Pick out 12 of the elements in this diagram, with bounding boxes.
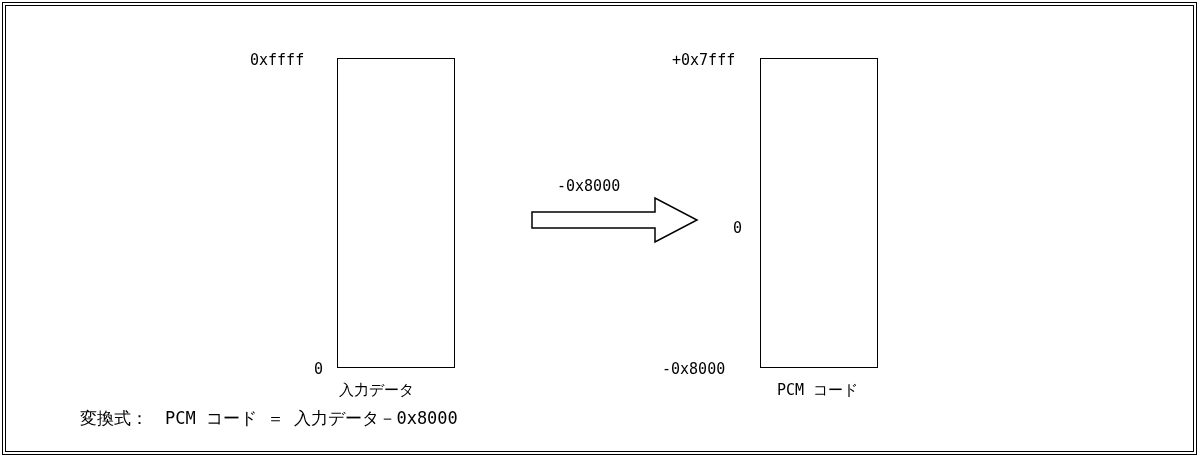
box-caption: PCM コード [777,381,859,399]
value-label: 0xffff [250,51,305,69]
box-caption: 入力データ [339,381,414,399]
range-box [337,58,455,368]
value-label: 0 [733,219,743,237]
range-box [760,58,878,368]
value-label: -0x8000 [662,360,726,378]
value-label: +0x7fff [672,51,736,69]
value-label: 0 [314,360,324,378]
formula-text: 変換式： PCM コード ＝ 入力データ－0x8000 [80,409,458,427]
block-arrow [531,196,699,244]
edge-label: -0x8000 [557,177,621,195]
